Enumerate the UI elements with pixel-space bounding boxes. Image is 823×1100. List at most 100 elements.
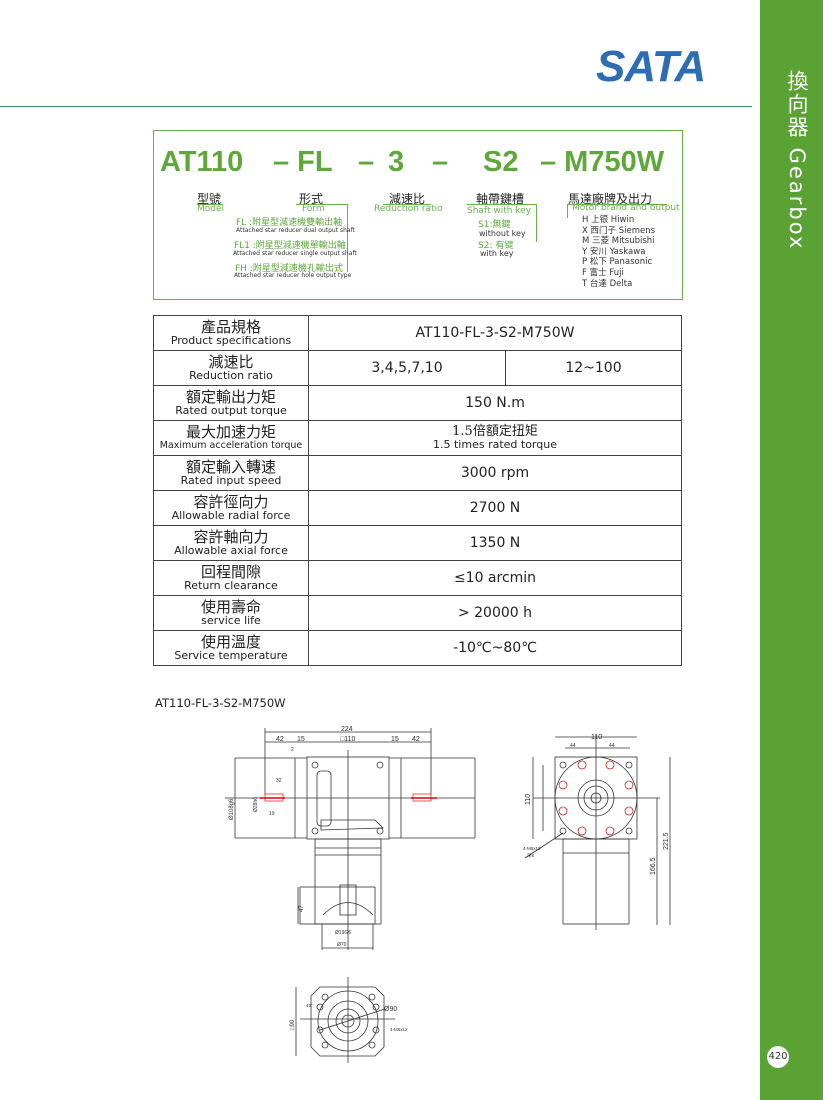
form-option-fl1: FL1 :附星型減速機單輸出軸 (234, 241, 346, 251)
bracket (567, 204, 568, 218)
dim-pcd: Ø90 (384, 1006, 397, 1013)
header-divider (0, 106, 752, 107)
bracket (347, 204, 348, 272)
side-view-drawing: 110 44 44 110 4-M8x16 深8 166.5 221.5 (523, 734, 671, 930)
page-number: 420 (767, 1046, 789, 1068)
dim-side-left: 42 (276, 736, 284, 743)
front-view-drawing: 224 42 15 □110 15 42 2 32 19 Ø108g6 Ø28h… (225, 726, 476, 950)
row-value: 3,4,5,7,10 (308, 350, 506, 386)
dim-flange1: Ø19G6 (335, 930, 351, 936)
sata-logo: SATA (596, 42, 706, 91)
motor-label-en: Motor brand and output (572, 203, 680, 213)
code-model: AT110 (160, 146, 244, 178)
row-value: ≤10 arcmin (308, 560, 682, 596)
dim-key-len: 32 (276, 778, 282, 784)
dim-width: 110 (591, 734, 602, 741)
underline (383, 204, 431, 205)
shaft-option-s1-en: without key (479, 229, 526, 238)
underline (296, 204, 348, 205)
shaft-option-s1: S1:無鍵 (478, 220, 511, 230)
dim-gap-left: 15 (297, 736, 305, 743)
brand-item: P 松下 Panasonic (582, 257, 653, 268)
dim-half-left: 44 (570, 743, 576, 749)
bolt-spec: 4-M8x16 (523, 846, 541, 851)
shaft-label: 軸帶鍵槽 (476, 192, 525, 206)
motor-label: 馬達廠牌及出力 (568, 192, 653, 206)
row-value: > 20000 h (308, 595, 682, 631)
sidebar-band (760, 0, 823, 1100)
row-value: 3000 rpm (308, 455, 682, 491)
ratio-label: 減速比 (389, 192, 426, 206)
underline (197, 204, 223, 205)
dim-side-right: 42 (412, 736, 420, 743)
form-option-fl: FL :附星型減速機雙輸出軸 (236, 218, 343, 228)
code-motor: – M750W (540, 146, 665, 178)
code-ratio: 3 (388, 146, 405, 178)
code-dash: – (358, 146, 375, 178)
brand-item: T 台達 Delta (582, 278, 633, 289)
row-value: 1350 N (308, 525, 682, 561)
bolt-depth: 深8 (527, 852, 534, 859)
dim-half-right: 44 (609, 743, 615, 749)
underline (567, 204, 667, 205)
dim-flange2: Ø70 (337, 942, 347, 948)
bracket (536, 204, 537, 242)
dim-overall: 224 (341, 726, 353, 733)
bottom-view-drawing: □90 Ø90 45° 4-M6x12 (290, 977, 408, 1063)
model-label-en: Model (197, 204, 225, 214)
row-value: 2700 N (308, 490, 682, 526)
shaft-label-en: Shaft with key (467, 206, 532, 216)
section-title: 換向器 Gearbox (785, 70, 809, 251)
dim-height: 47 (299, 905, 305, 912)
brand-item: X 西门子 Siemens (582, 225, 656, 236)
dim-shaft-dia: Ø108g6 (229, 798, 235, 820)
row-value-2: 12~100 (505, 350, 682, 386)
model-label: 型號 (197, 192, 222, 206)
brand-item: H 上银 Hiwin (582, 215, 635, 225)
row-value: AT110-FL-3-S2-M750W (308, 315, 682, 351)
shaft-option-s2: S2: 有键 (478, 241, 514, 251)
dim-shaft-small: Ø28h6 (253, 797, 259, 812)
row-value: 150 N.m (308, 385, 682, 421)
form-option-fl-en: Attached star reducer dual output shaft (236, 227, 355, 234)
form-option-fh: FH :附星型減速機孔輸出式 (235, 264, 343, 274)
motor-brand-list: H 上银 Hiwin X 西门子 Siemens M 三菱 Mitsubishi… (582, 215, 655, 289)
dim-166: 166.5 (650, 857, 657, 875)
dim-angle: 45° (306, 1003, 313, 1008)
model-code-box (153, 130, 683, 300)
form-label: 形式 (299, 192, 324, 206)
dim-height: 110 (525, 794, 532, 805)
underline (467, 204, 537, 205)
dim-square: □90 (290, 1019, 296, 1030)
brand-item: F 富士 Fuji (582, 267, 624, 278)
dim-gap-right: 15 (391, 736, 399, 743)
drawing-caption: AT110-FL-3-S2-M750W (155, 696, 286, 710)
ratio-label-en: Reduction ratio (374, 204, 443, 214)
code-form: – FL (273, 146, 333, 178)
row-value: -10℃~80℃ (308, 630, 682, 666)
form-option-fl1-en: Attached star reducer single output shaf… (233, 250, 357, 257)
code-dash: – (432, 146, 449, 178)
